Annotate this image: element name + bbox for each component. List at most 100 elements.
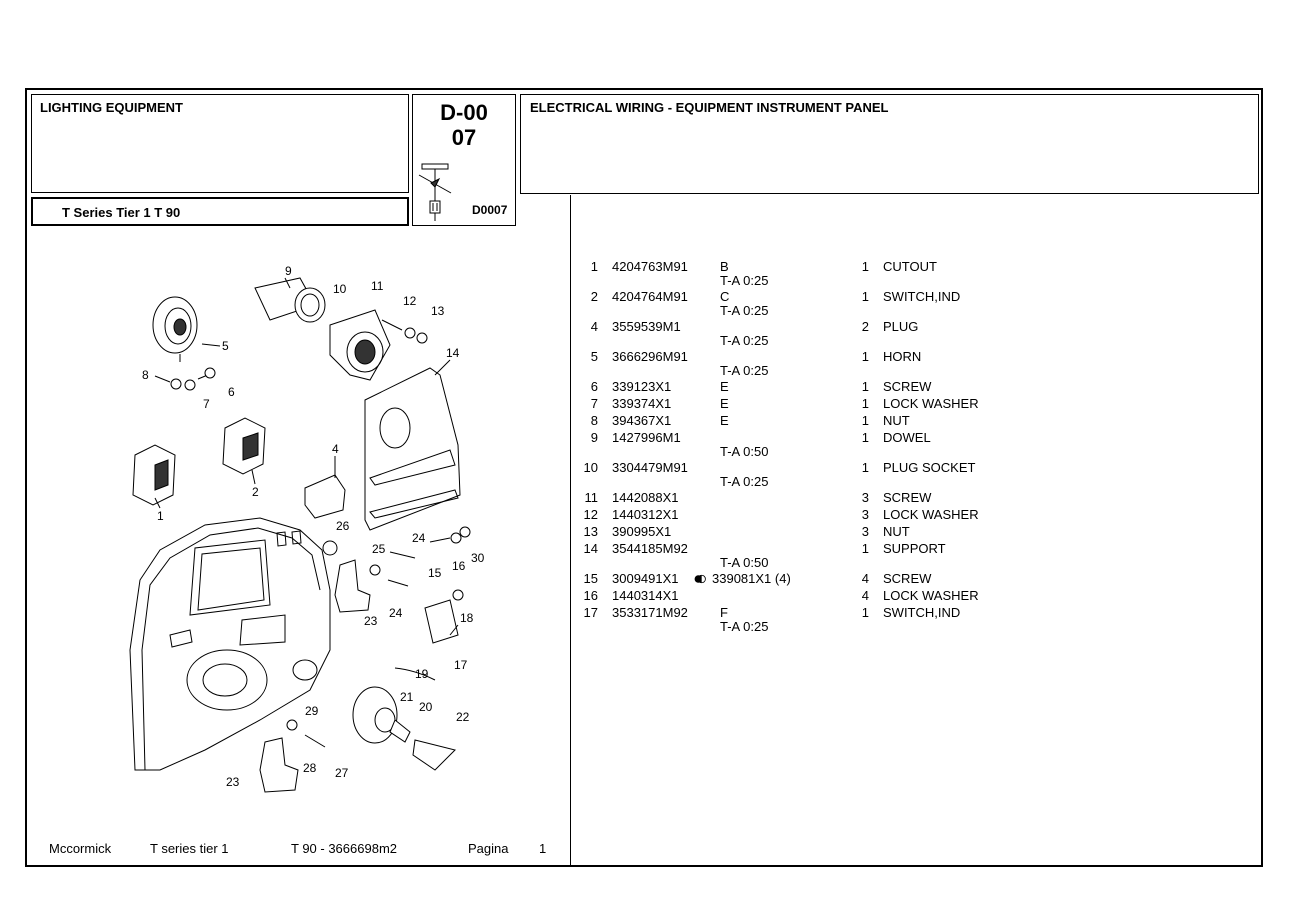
- divider-line: [570, 195, 571, 867]
- svg-text:2: 2: [252, 485, 259, 499]
- part-number: 3304479M91: [612, 460, 688, 475]
- part-item-number: 16: [583, 588, 598, 603]
- footer-series: T series tier 1: [150, 841, 229, 856]
- part-item-number: 10: [583, 460, 598, 475]
- part-quantity: 3: [861, 490, 869, 505]
- svg-text:23: 23: [226, 775, 240, 789]
- part-variant: B: [720, 259, 729, 274]
- svg-text:24: 24: [389, 606, 403, 620]
- code-line-2: 07: [451, 125, 477, 150]
- page-frame: [25, 88, 1263, 867]
- part-quantity: 4: [861, 588, 869, 603]
- part-number: 394367X1: [612, 413, 672, 428]
- part-item-number: 1: [590, 259, 598, 274]
- plug-drawing: [304, 474, 346, 519]
- part-quantity: 1: [861, 289, 869, 304]
- part-quantity: 1: [861, 379, 869, 394]
- svg-text:6: 6: [228, 385, 235, 399]
- footer-page-number: 1: [539, 841, 547, 856]
- part-variant-note: T-A 0:25: [720, 273, 769, 288]
- part-quantity: 2: [861, 319, 869, 334]
- part-number: 1440314X1: [612, 588, 679, 603]
- part-item-number: 2: [590, 289, 598, 304]
- part-quantity: 3: [861, 524, 869, 539]
- part-number: 339374X1: [612, 396, 672, 411]
- part-quantity: 3: [861, 507, 869, 522]
- part-quantity: 1: [861, 430, 869, 445]
- part-variant-note: T-A 0:50: [720, 555, 769, 570]
- part-description: NUT: [883, 413, 910, 428]
- model-box: T Series Tier 1 T 90: [31, 197, 409, 226]
- part-description: SCREW: [883, 490, 932, 505]
- part-item-number: 4: [590, 319, 598, 334]
- part-variant: E: [720, 396, 729, 411]
- part-item-number: 9: [590, 430, 598, 445]
- part-description: CUTOUT: [883, 259, 937, 274]
- svg-text:14: 14: [446, 346, 460, 360]
- part-item-number: 6: [590, 379, 598, 394]
- part-number: 3666296M91: [612, 349, 688, 364]
- svg-text:7: 7: [203, 397, 210, 411]
- svg-text:11: 11: [371, 279, 384, 293]
- model-label: T Series Tier 1 T 90: [62, 205, 181, 220]
- part-quantity: 1: [861, 259, 869, 274]
- part-variant: C: [720, 289, 730, 304]
- svg-text:29: 29: [305, 704, 319, 718]
- group-title-box: LIGHTING EQUIPMENT: [31, 94, 409, 193]
- svg-text:1: 1: [157, 509, 164, 523]
- part-number: 390995X1: [612, 524, 672, 539]
- svg-text:28: 28: [303, 761, 317, 775]
- svg-text:9: 9: [285, 264, 292, 278]
- part-item-number: 8: [590, 413, 598, 428]
- part-description: SUPPORT: [883, 541, 946, 556]
- part-number: 4204764M91: [612, 289, 688, 304]
- part-quantity: 1: [861, 605, 869, 620]
- part-description: HORN: [883, 349, 922, 364]
- svg-text:25: 25: [372, 542, 386, 556]
- part-item-number: 7: [590, 396, 598, 411]
- part-description: DOWEL: [883, 430, 931, 445]
- svg-text:19: 19: [415, 667, 429, 681]
- section-title-box: ELECTRICAL WIRING - EQUIPMENT INSTRUMENT…: [520, 94, 1259, 194]
- part-description: PLUG SOCKET: [883, 460, 976, 475]
- svg-text:21: 21: [400, 690, 414, 704]
- cutout-switch-drawing: [132, 444, 176, 506]
- part-item-number: 17: [583, 605, 598, 620]
- svg-text:26: 26: [336, 519, 350, 533]
- part-variant-note: T-A 0:25: [720, 619, 769, 634]
- svg-text:8: 8: [142, 368, 149, 382]
- svg-text:16: 16: [452, 559, 466, 573]
- part-number: 4204763M91: [612, 259, 688, 274]
- part-number: 339123X1: [612, 379, 672, 394]
- footer-model-doc: T 90 - 3666698m2: [291, 841, 397, 856]
- code-line-1: D-00: [440, 100, 488, 125]
- ref-code: D0007: [472, 203, 508, 217]
- part-item-number: 5: [590, 349, 598, 364]
- part-number: 3544185M92: [612, 541, 688, 556]
- part-number: 3559539M1: [612, 319, 681, 334]
- part-variant: F: [720, 605, 728, 620]
- part-description: SCREW: [883, 379, 932, 394]
- part-quantity: 1: [861, 541, 869, 556]
- instrument-panel-drawing: [129, 517, 331, 771]
- svg-text:4: 4: [332, 442, 339, 456]
- part-quantity: 1: [861, 349, 869, 364]
- part-item-number: 12: [583, 507, 598, 522]
- part-number: 3009491X1: [612, 571, 679, 586]
- part-description: SWITCH,IND: [883, 289, 961, 304]
- support-bracket-drawing: [364, 367, 461, 531]
- part-item-number: 14: [583, 541, 598, 556]
- svg-text:27: 27: [335, 766, 349, 780]
- part-quantity: 1: [861, 460, 869, 475]
- part-variant-note: T-A 0:25: [720, 363, 769, 378]
- part-variant-note: T-A 0:25: [720, 333, 769, 348]
- part-variant-note: T-A 0:25: [720, 474, 769, 489]
- part-variant: 339081X1 (4): [694, 571, 791, 586]
- svg-text:15: 15: [428, 566, 442, 580]
- section-title: ELECTRICAL WIRING - EQUIPMENT INSTRUMENT…: [530, 100, 889, 115]
- alternative-part-icon: [694, 574, 706, 584]
- part-quantity: 1: [861, 396, 869, 411]
- svg-text:23: 23: [364, 614, 378, 628]
- part-description: LOCK WASHER: [883, 507, 979, 522]
- part-variant-note: T-A 0:50: [720, 444, 769, 459]
